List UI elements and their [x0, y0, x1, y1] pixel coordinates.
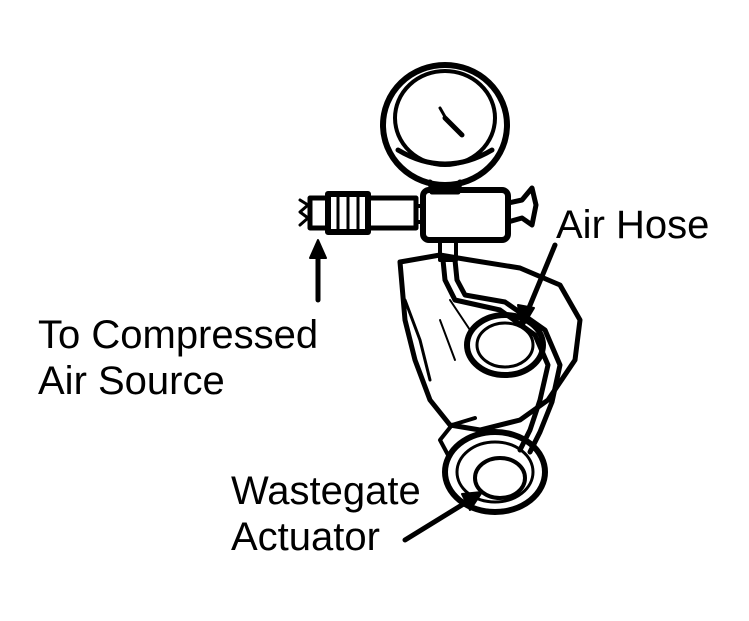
pressure-gauge-icon — [380, 62, 510, 195]
air-coupler-fitting — [298, 191, 425, 235]
compressed-air-arrow — [309, 239, 327, 303]
wastegate-actuator — [438, 416, 548, 515]
wastegate-line-1: Wastegate — [231, 469, 421, 513]
wastegate-arrow — [402, 491, 483, 543]
compressed-air-line-2: Air Source — [38, 359, 225, 403]
air-hose — [440, 257, 563, 455]
air-hose-text: Air Hose — [556, 203, 710, 247]
air-hose-arrow — [517, 242, 558, 329]
compressed-air-label: To Compressed Air Source — [38, 312, 318, 404]
wastegate-actuator-label: Wastegate Actuator — [231, 468, 421, 560]
valve-body — [420, 185, 539, 262]
wastegate-line-2: Actuator — [231, 515, 380, 559]
compressed-air-line-1: To Compressed — [38, 313, 319, 357]
air-hose-label: Air Hose — [556, 202, 709, 248]
